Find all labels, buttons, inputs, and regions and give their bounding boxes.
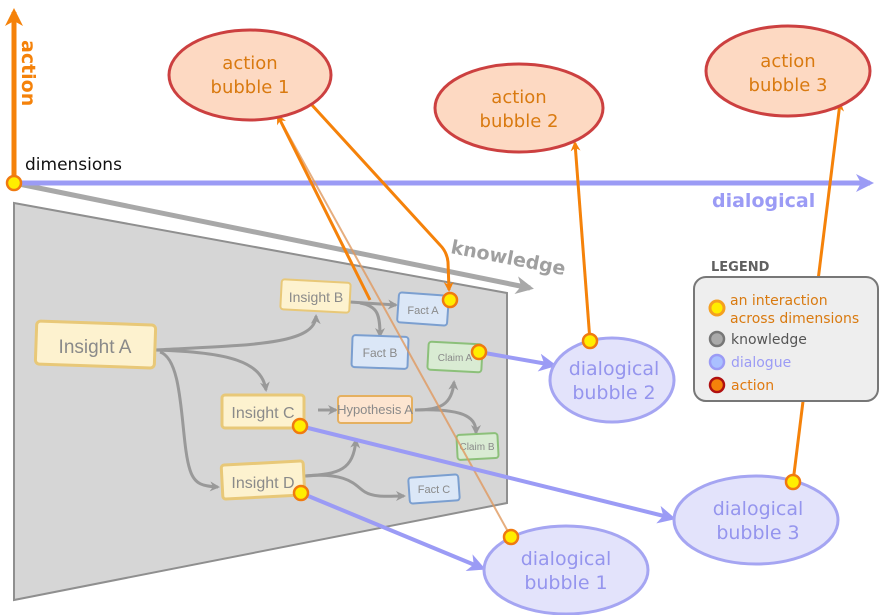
node-label: Insight B <box>289 289 343 305</box>
interaction-point-dialog-3[interactable] <box>784 473 802 491</box>
legend-label: knowledge <box>731 332 807 348</box>
dialogical-bubble-3[interactable]: dialogical bubble 3 <box>672 474 840 566</box>
node-insight-d[interactable]: Insight D <box>219 459 307 501</box>
action-bubble-2[interactable]: action bubble 2 <box>433 62 605 154</box>
action-bubble-1[interactable]: action bubble 1 <box>167 28 333 122</box>
node-label: Insight D <box>231 475 294 492</box>
dialogical-bubble-1[interactable]: dialogical bubble 1 <box>482 524 650 615</box>
dialogue-link-insight-c <box>299 424 676 524</box>
legend-item-knowledge: knowledge <box>708 330 807 348</box>
bubble-label: bubble 2 <box>480 111 559 132</box>
dialogical-axis-label: dialogical <box>712 190 815 212</box>
legend-label: an interaction <box>730 293 828 309</box>
node-label: Fact A <box>407 305 439 317</box>
action-link-bubble1-down <box>309 102 454 292</box>
action-link-bubble1-up <box>276 114 372 301</box>
bubble-label: action <box>760 51 815 72</box>
bubble-label: dialogical <box>713 498 804 520</box>
node-label: Claim B <box>459 442 494 453</box>
node-label: Fact C <box>418 484 450 496</box>
interaction-points <box>5 174 802 546</box>
node-fact-a[interactable]: Fact A <box>396 291 450 327</box>
bubble-label: action <box>222 53 277 74</box>
interaction-point-dialog-2[interactable] <box>581 332 599 350</box>
node-label: Insight C <box>231 405 294 422</box>
node-insight-a[interactable]: Insight A <box>33 319 158 370</box>
action-axis-label: action <box>17 40 39 106</box>
interaction-point-fact-a[interactable] <box>441 291 459 309</box>
bubble-label: bubble 3 <box>716 522 799 544</box>
dialogue-dot-icon <box>708 353 726 371</box>
interaction-point-dialog-1[interactable] <box>502 528 520 546</box>
node-fact-c[interactable]: Fact C <box>407 473 461 505</box>
interaction-point-origin[interactable] <box>5 174 23 192</box>
node-insight-b[interactable]: Insight B <box>279 278 352 314</box>
bubble-label: action <box>491 87 546 108</box>
interaction-dot-icon <box>708 299 726 317</box>
node-label: Fact B <box>363 346 398 360</box>
bubble-label: bubble 1 <box>211 77 290 98</box>
action-link-bubble2 <box>570 141 592 342</box>
interaction-point-claim-a[interactable] <box>470 343 488 361</box>
knowledge-edges <box>154 299 481 502</box>
knowledge-dot-icon <box>708 330 726 348</box>
bubble-label: dialogical <box>569 358 660 380</box>
legend-item-dialogue: dialogue <box>708 353 791 371</box>
node-hypothesis-a[interactable]: Hypothesis A <box>337 395 413 424</box>
interaction-point-insight-c[interactable] <box>291 417 309 435</box>
bubble-label: dialogical <box>521 548 612 570</box>
legend-title: LEGEND <box>711 260 770 275</box>
legend-item-interaction: an interaction across dimensions <box>708 293 859 327</box>
knowledge-axis <box>13 180 534 295</box>
node-claim-b[interactable]: Claim B <box>455 432 500 461</box>
node-fact-b[interactable]: Fact B <box>350 334 410 370</box>
legend-item-action: action <box>708 376 774 394</box>
dimensions-label: dimensions <box>25 155 122 175</box>
bubble-label: bubble 3 <box>749 75 828 96</box>
dialogue-link-claim-a <box>478 350 557 372</box>
node-label: Hypothesis A <box>337 402 413 417</box>
legend-label: across dimensions <box>730 311 859 327</box>
dialogical-bubble-2[interactable]: dialogical bubble 2 <box>548 336 676 424</box>
legend: LEGEND an interaction across dimensions … <box>693 260 879 402</box>
legend-label: action <box>731 378 774 394</box>
node-label: Insight A <box>59 337 132 358</box>
legend-label: dialogue <box>731 355 791 371</box>
bubble-label: bubble 1 <box>524 572 607 594</box>
node-label: Claim A <box>438 353 473 364</box>
dialogue-link-insight-d <box>300 491 486 571</box>
bubble-label: bubble 2 <box>572 382 655 404</box>
action-bubble-3[interactable]: action bubble 3 <box>704 24 872 118</box>
action-dot-icon <box>708 376 726 394</box>
interaction-point-insight-d[interactable] <box>292 484 310 502</box>
node-insight-c[interactable]: Insight C <box>220 393 306 430</box>
